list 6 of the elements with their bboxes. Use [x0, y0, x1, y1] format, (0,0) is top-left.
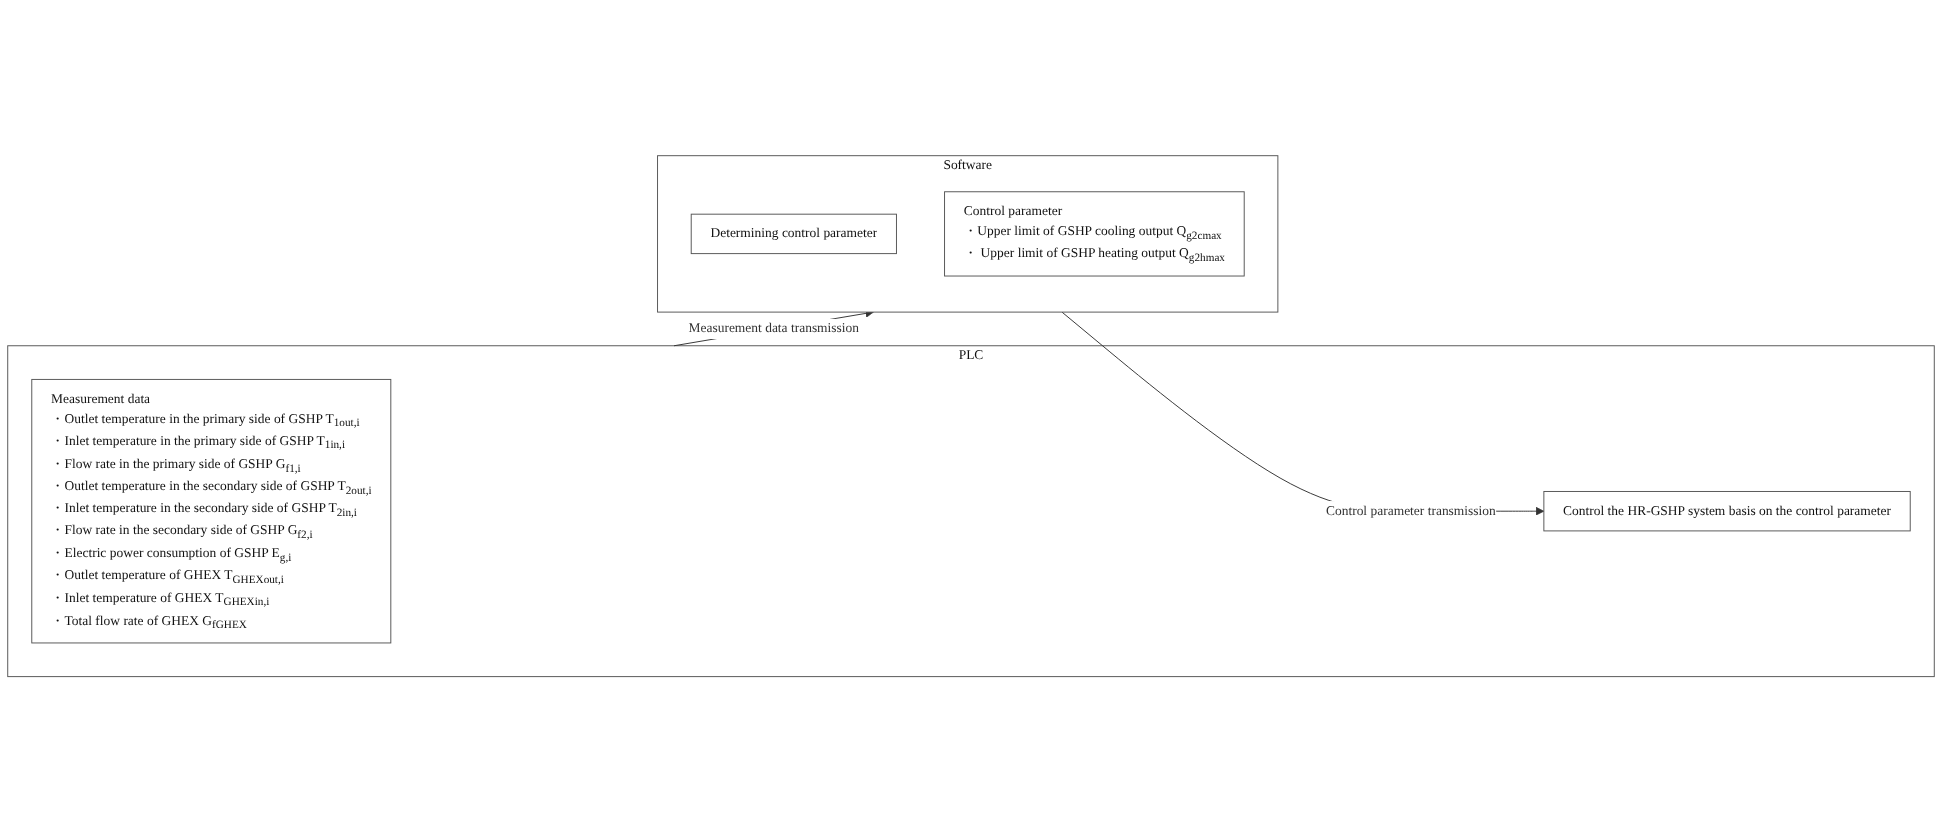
node-box: [31, 379, 392, 645]
node-box: [944, 192, 1245, 278]
node-box: [1543, 491, 1911, 533]
node-box: [690, 214, 897, 255]
cluster: [657, 156, 1279, 314]
cluster: [7, 346, 1935, 678]
